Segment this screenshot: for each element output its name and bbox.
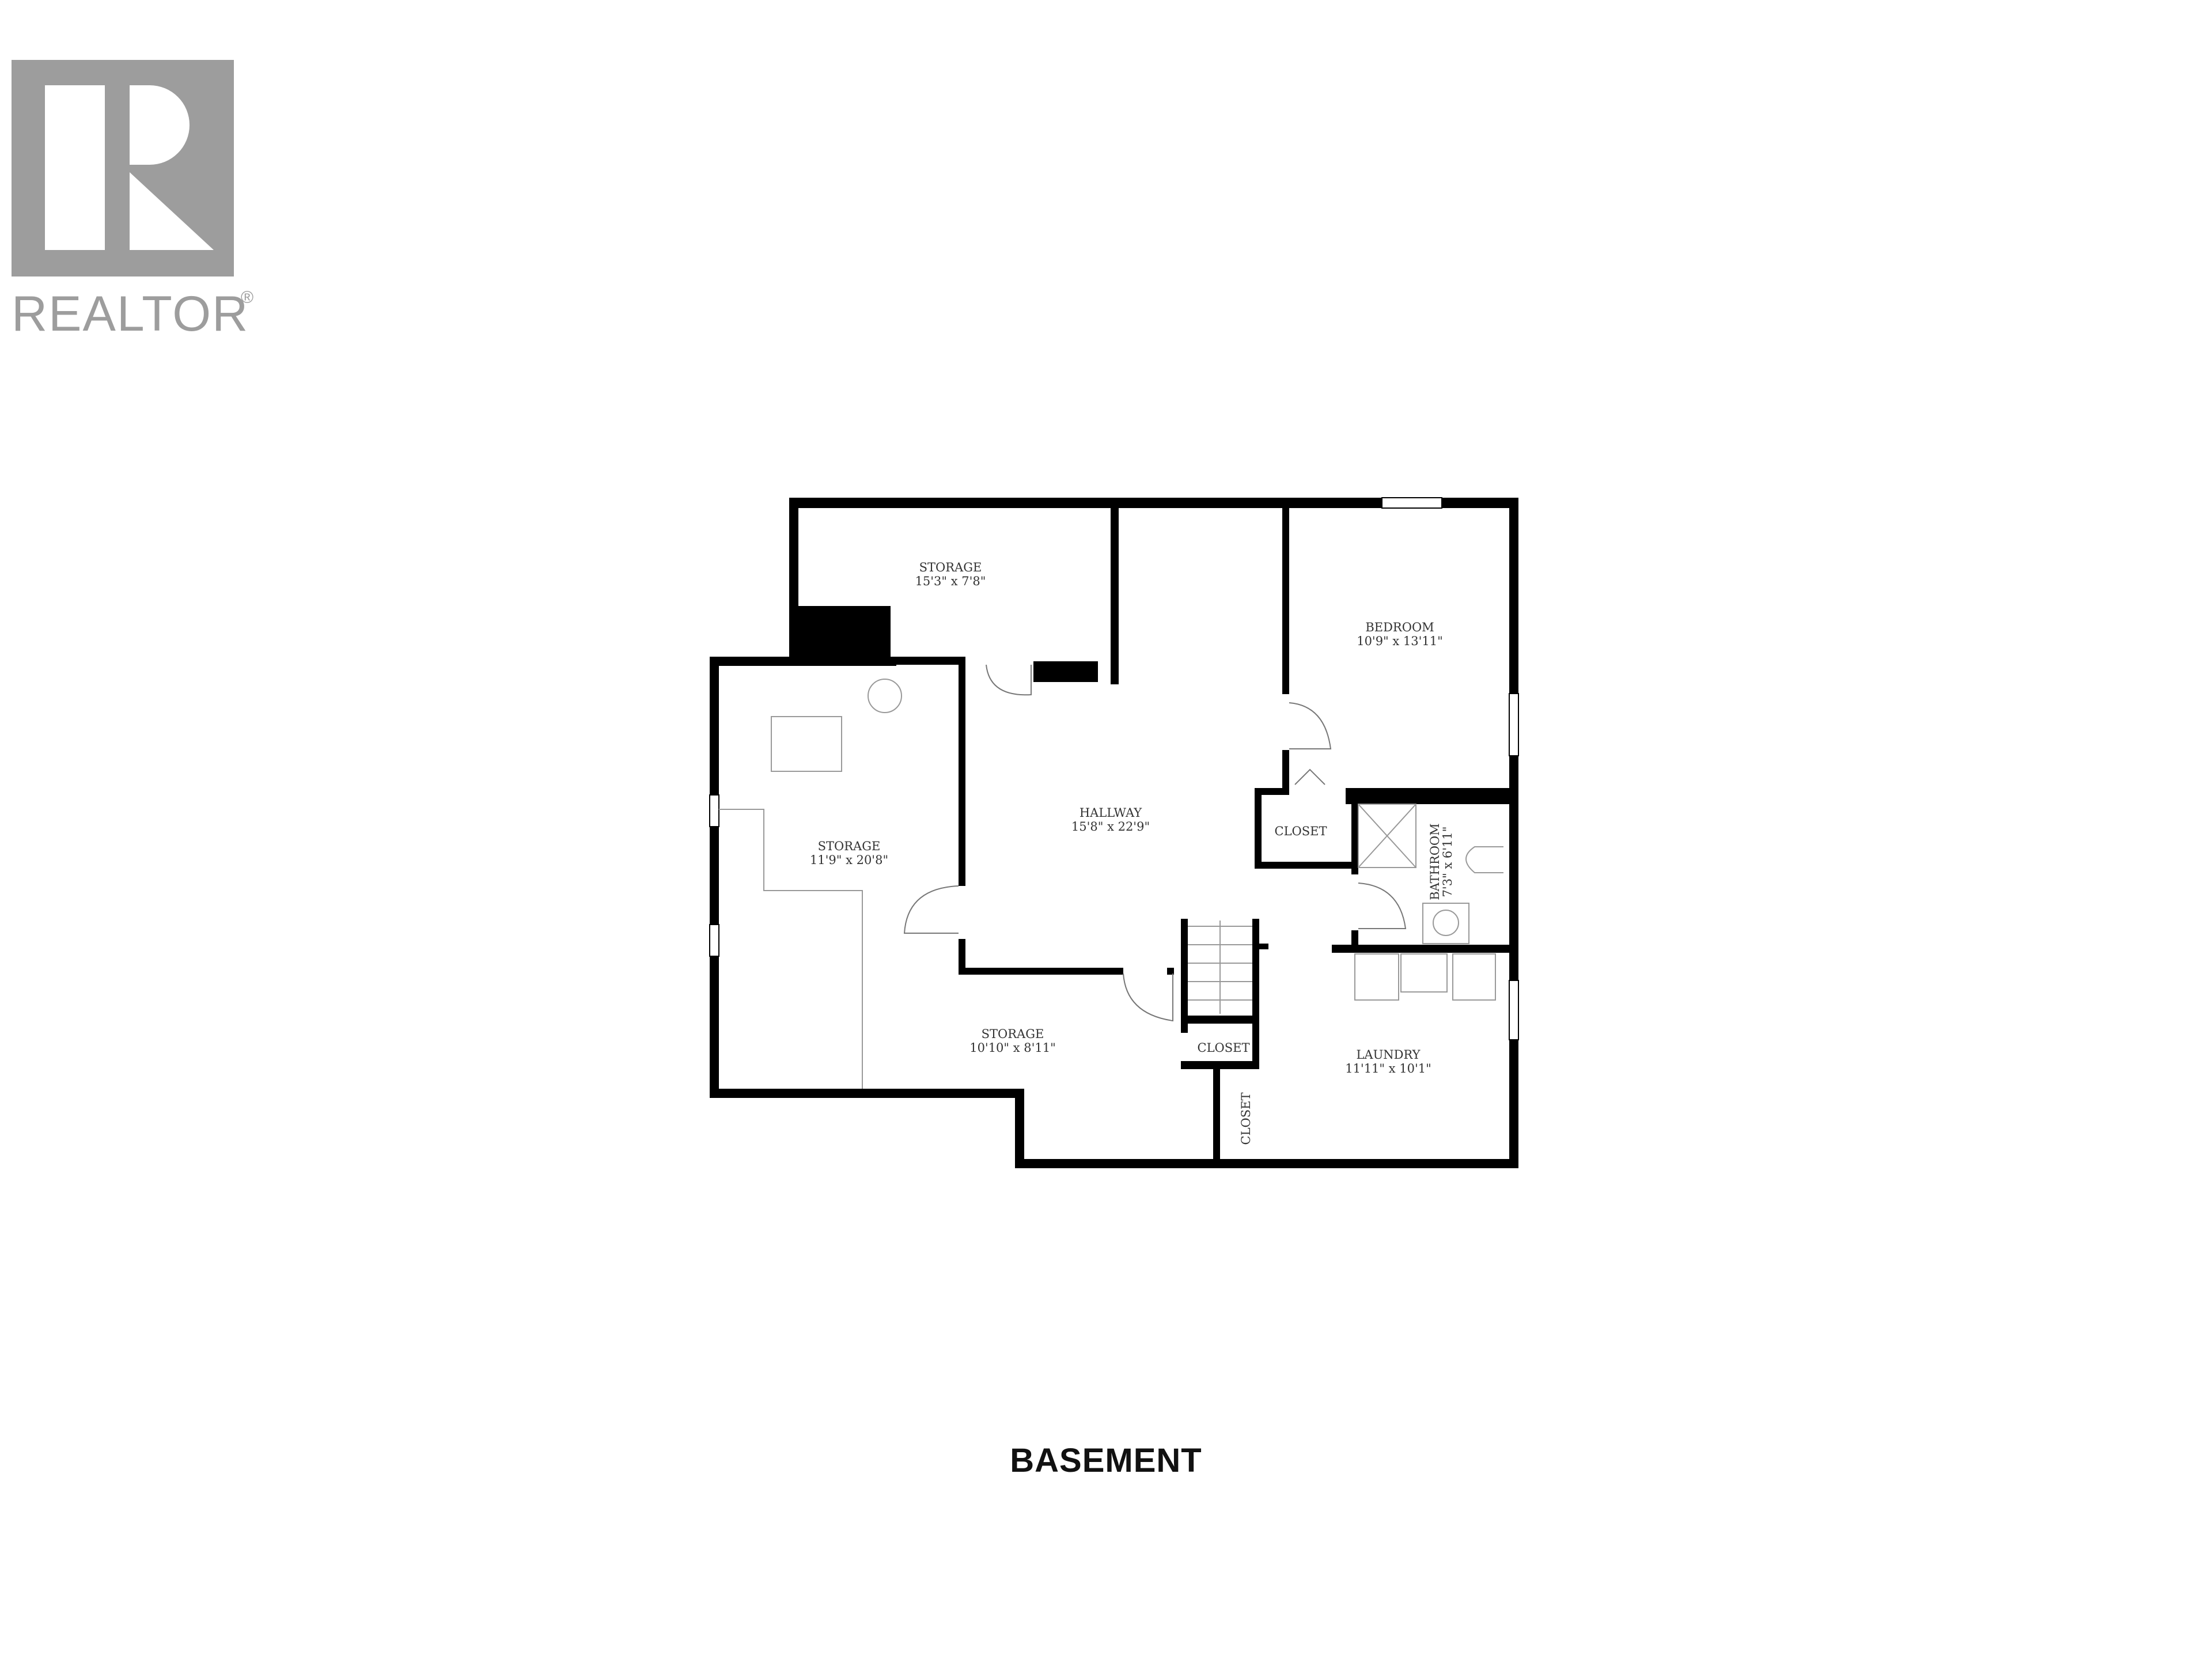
room-name: HALLWAY (1080, 806, 1142, 820)
windows (709, 497, 1519, 1040)
room-dims: 11'11" x 10'1" (1345, 1062, 1431, 1075)
room-name: CLOSET (1239, 1093, 1253, 1145)
realtor-wordmark: REALTOR (12, 286, 249, 342)
room-name: BEDROOM (1365, 620, 1434, 634)
room-name: STORAGE (982, 1027, 1044, 1041)
floor-title: BASEMENT (1010, 1442, 1202, 1479)
doors (903, 664, 1407, 1022)
registered-mark: ® (241, 288, 254, 307)
realtor-logo: REALTOR ® (12, 60, 253, 342)
room-dims: 10'10" x 8'11" (969, 1041, 1056, 1055)
walls (710, 498, 1518, 1168)
room-name: LAUNDRY (1356, 1048, 1421, 1062)
room-dims: 10'9" x 13'11" (1357, 634, 1443, 648)
realtor-r-icon (12, 60, 234, 276)
room-name: CLOSET (1275, 824, 1327, 838)
room-dims: 7'3" x 6'11" (1441, 827, 1455, 897)
room-name: CLOSET (1198, 1041, 1250, 1055)
room-dims: 15'3" x 7'8" (915, 574, 986, 588)
room-dims: 15'8" x 22'9" (1071, 820, 1150, 834)
room-dims: 11'9" x 20'8" (810, 853, 888, 867)
room-name: BATHROOM (1428, 823, 1442, 900)
room-name: STORAGE (818, 839, 881, 853)
room-name: STORAGE (919, 560, 982, 574)
room-labels: STORAGE 15'3" x 7'8" BEDROOM 10'9" x 13'… (810, 560, 1455, 1145)
fixtures (719, 679, 1503, 1089)
